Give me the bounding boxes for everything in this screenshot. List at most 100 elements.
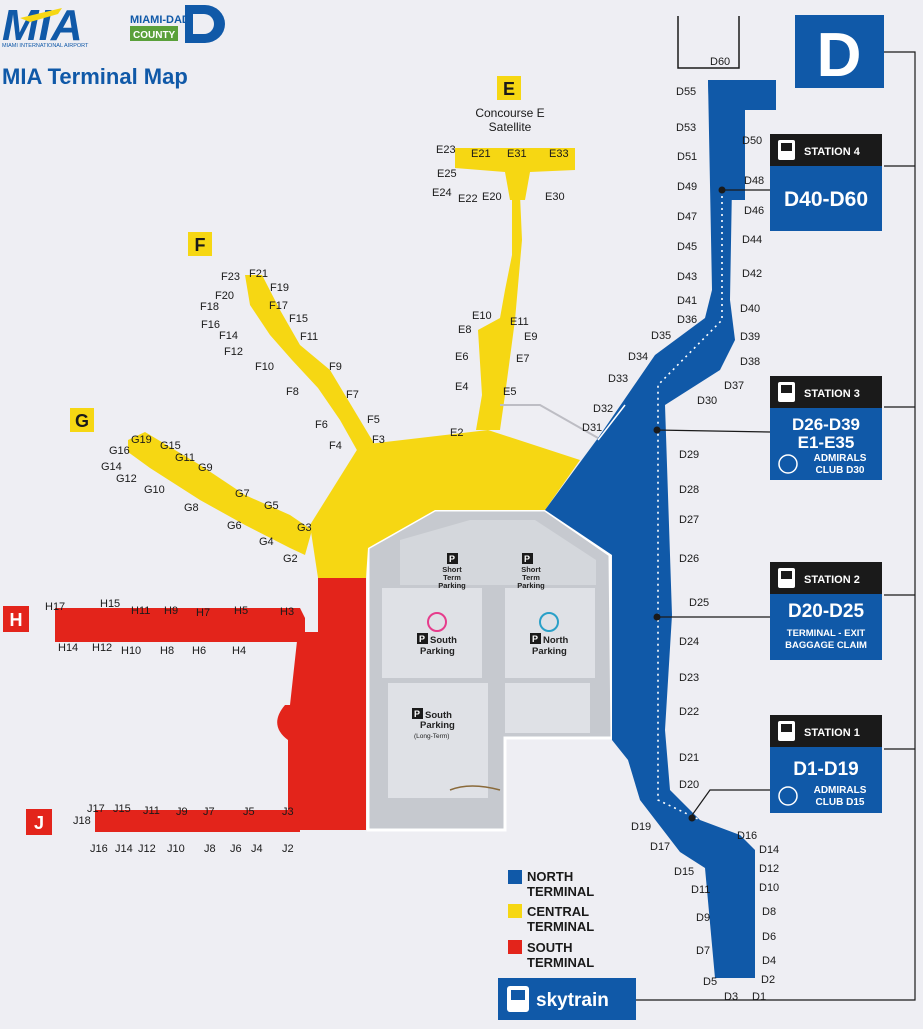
gate-h4: H4 <box>232 645 246 657</box>
gate-d53: D53 <box>676 122 696 134</box>
gate-h14: H14 <box>58 642 78 654</box>
station-3-box: STATION 3 D26-D39 E1-E35 ADMIRALS CLUB D… <box>770 376 882 480</box>
parking-complex <box>366 508 614 832</box>
gate-e30: E30 <box>545 191 565 203</box>
badge-j <box>26 809 52 835</box>
gate-d20: D20 <box>679 779 699 791</box>
county-line2: COUNTY <box>133 30 176 41</box>
gate-d23: D23 <box>679 672 699 684</box>
gate-d14: D14 <box>759 844 779 856</box>
svg-text:NORTH: NORTH <box>527 869 573 884</box>
dolphin-icon <box>539 612 559 632</box>
logo-subtitle: MIAMI INTERNATIONAL AIRPORT <box>2 43 89 49</box>
gate-g10: G10 <box>144 484 165 496</box>
svg-text:E: E <box>503 79 515 99</box>
gate-d11: D11 <box>691 884 710 896</box>
gate-d15: D15 <box>674 866 694 878</box>
gate-d44: D44 <box>742 234 762 246</box>
gate-d1: D1 <box>752 991 766 1003</box>
gate-j2: J2 <box>282 843 294 855</box>
plane-icon <box>20 8 62 22</box>
gate-d31: D31 <box>582 422 602 434</box>
gate-d24: D24 <box>679 636 699 648</box>
svg-text:ADMIRALS: ADMIRALS <box>814 453 867 464</box>
gate-f20: F20 <box>215 290 234 302</box>
svg-text:D26-D39: D26-D39 <box>792 415 860 434</box>
gate-e7: E7 <box>516 353 529 365</box>
gate-j5: J5 <box>243 806 255 818</box>
gate-e9: E9 <box>524 331 537 343</box>
gate-f17: F17 <box>269 300 288 312</box>
svg-text:E1-E35: E1-E35 <box>798 433 855 452</box>
svg-text:D: D <box>817 21 862 90</box>
gate-e5: E5 <box>503 386 516 398</box>
gate-d48: D48 <box>744 175 764 187</box>
gate-f16: F16 <box>201 319 220 331</box>
svg-text:skytrain: skytrain <box>536 990 609 1011</box>
gate-h5: H5 <box>234 605 248 617</box>
gate-d38: D38 <box>740 356 760 368</box>
gate-d36: D36 <box>677 314 697 326</box>
svg-text:TERMINAL - EXIT: TERMINAL - EXIT <box>787 628 866 639</box>
gate-j8: J8 <box>204 843 216 855</box>
gate-g7: G7 <box>235 488 250 500</box>
badge-e <box>497 76 521 100</box>
svg-text:P: P <box>419 634 425 644</box>
gate-d9: D9 <box>696 912 710 924</box>
gate-g12: G12 <box>116 473 137 485</box>
gate-d37: D37 <box>724 380 744 392</box>
gate-f3: F3 <box>372 434 385 446</box>
svg-text:SOUTH: SOUTH <box>527 940 573 955</box>
gate-j11: J11 <box>143 805 160 817</box>
gate-g6: G6 <box>227 520 242 532</box>
north-terminal <box>545 80 776 978</box>
gate-g9: G9 <box>198 462 213 474</box>
gate-d49: D49 <box>677 181 697 193</box>
gate-h10: H10 <box>121 645 141 657</box>
gate-f14: F14 <box>219 330 238 342</box>
svg-text:TERMINAL: TERMINAL <box>527 919 594 934</box>
badge-d <box>795 15 884 88</box>
gate-f18: F18 <box>200 301 219 313</box>
gate-j6: J6 <box>230 843 242 855</box>
gate-j14: J14 <box>115 843 133 855</box>
badge-g <box>70 408 94 432</box>
gate-d22: D22 <box>679 706 699 718</box>
gate-j15: J15 <box>113 803 131 815</box>
gate-j12: J12 <box>138 843 156 855</box>
gate-g5: G5 <box>264 500 279 512</box>
gate-g8: G8 <box>184 502 199 514</box>
gate-d27: D27 <box>679 514 699 526</box>
gate-e25: E25 <box>437 168 457 180</box>
gate-j17: J17 <box>87 803 105 815</box>
gate-d2: D2 <box>761 974 775 986</box>
gate-j4: J4 <box>251 843 263 855</box>
gate-e33: E33 <box>549 148 569 160</box>
gate-f10: F10 <box>255 361 274 373</box>
gate-j7: J7 <box>203 806 215 818</box>
gate-j3: J3 <box>282 806 294 818</box>
gate-g11: G11 <box>175 452 195 464</box>
svg-text:D40-D60: D40-D60 <box>784 188 868 211</box>
gate-g14: G14 <box>101 461 122 473</box>
svg-text:STATION 1: STATION 1 <box>804 727 860 739</box>
gate-g2: G2 <box>283 553 298 565</box>
gate-e24: E24 <box>432 187 452 199</box>
svg-text:BAGGAGE CLAIM: BAGGAGE CLAIM <box>785 640 867 651</box>
gate-f12: F12 <box>224 346 243 358</box>
admirals-icon <box>778 454 798 474</box>
svg-text:CLUB D15: CLUB D15 <box>816 797 865 808</box>
gate-d40: D40 <box>740 303 760 315</box>
gate-d45: D45 <box>677 241 697 253</box>
gate-d19: D19 <box>631 821 651 833</box>
d60-bracket <box>677 16 740 69</box>
gate-h11: H11 <box>131 605 150 617</box>
gate-d10: D10 <box>759 882 779 894</box>
gate-f9: F9 <box>329 361 342 373</box>
